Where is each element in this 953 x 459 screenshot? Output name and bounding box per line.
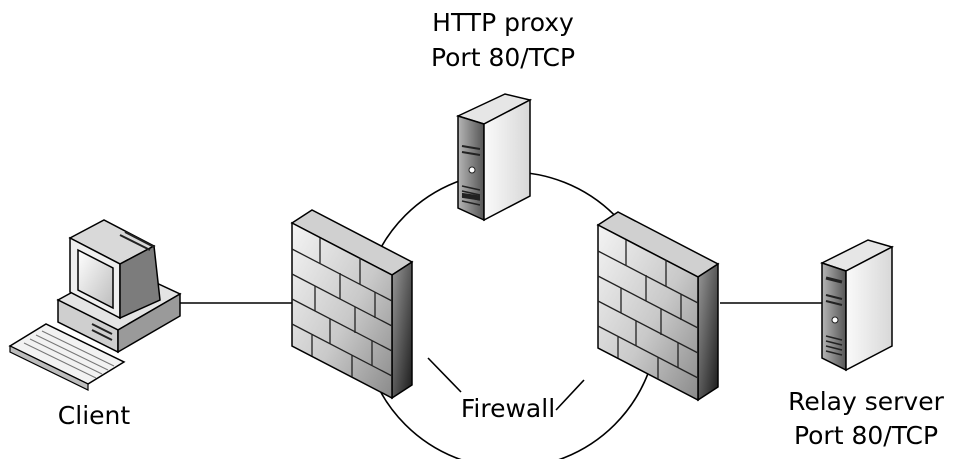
firewall-right-icon [596, 211, 720, 402]
proxy-title: HTTP proxy [432, 8, 574, 37]
relay-server-icon [820, 239, 895, 372]
firewall-left-icon [290, 209, 414, 400]
firewall-callout-left [427, 357, 462, 393]
firewall-callout-right [555, 379, 585, 411]
proxy-server-icon [455, 93, 533, 222]
relay-port: Port 80/TCP [793, 421, 939, 450]
relay-title: Relay server [788, 387, 944, 416]
client-label: Client [57, 401, 131, 430]
firewall-label: Firewall [460, 394, 556, 423]
client-computer-icon [8, 219, 182, 391]
proxy-port: Port 80/TCP [430, 43, 576, 72]
